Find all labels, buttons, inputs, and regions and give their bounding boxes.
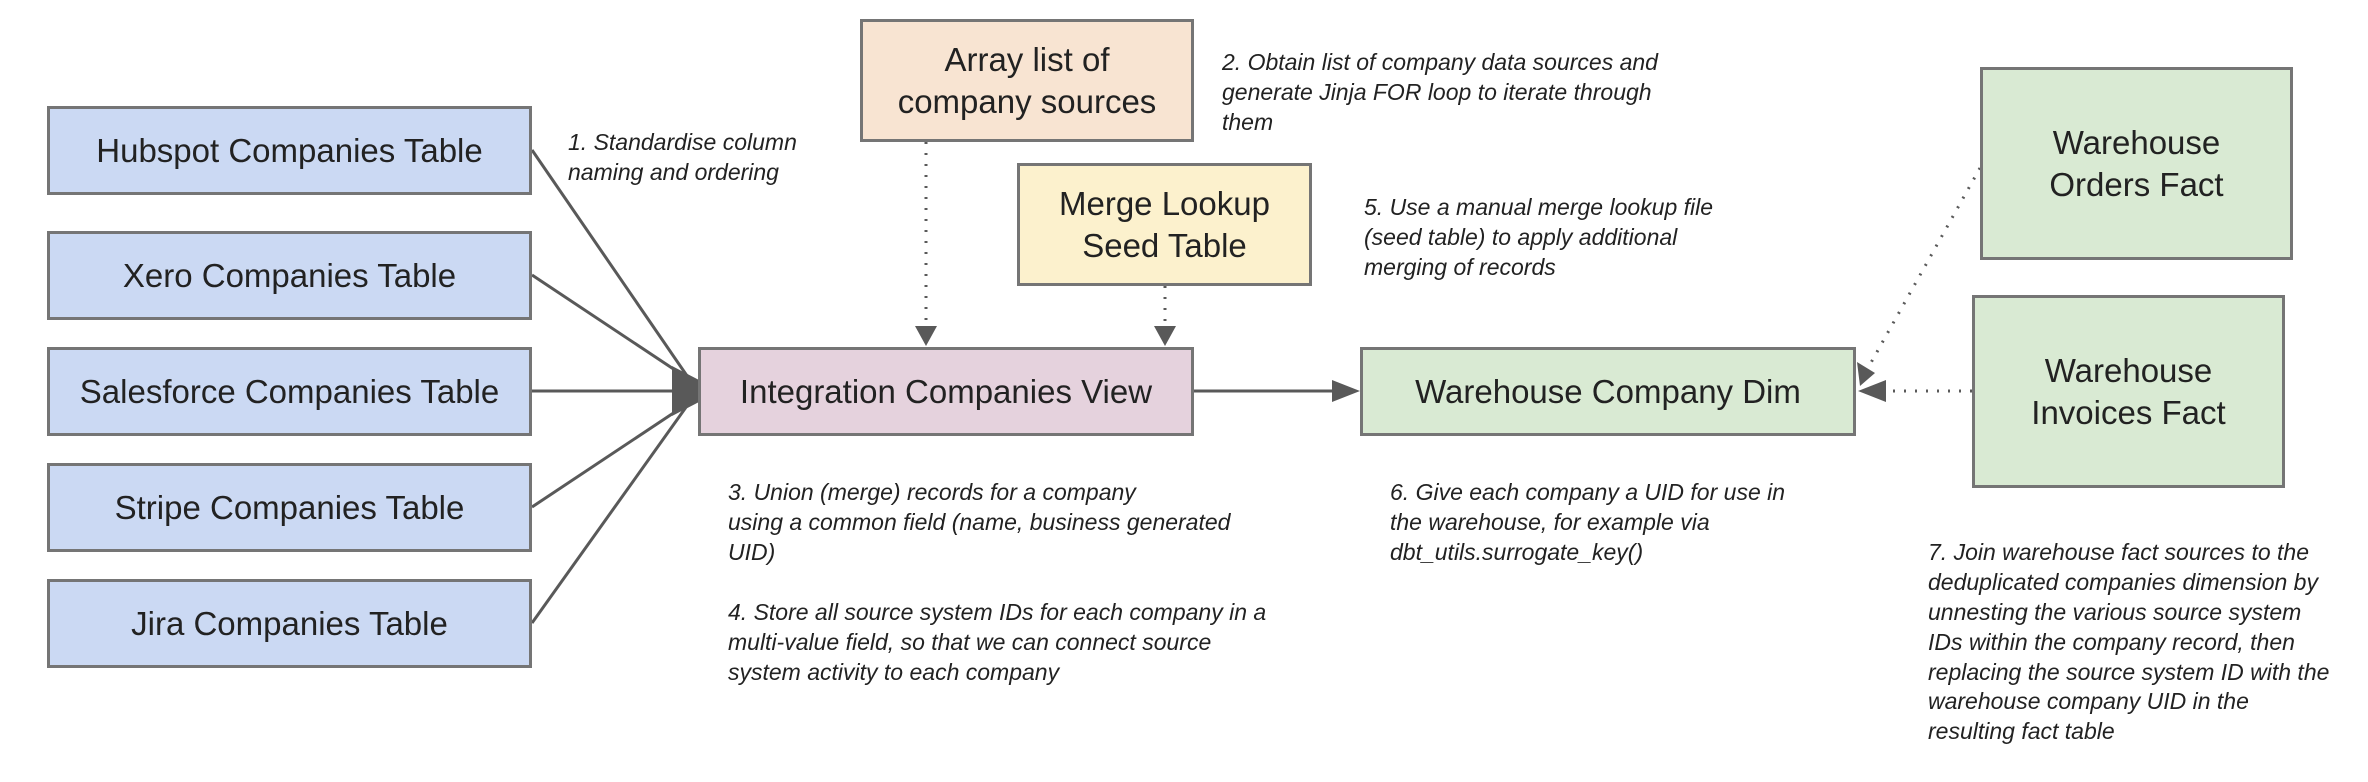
integration-companies-view-label: Integration Companies View [739,372,1153,410]
stripe-companies-table-box: Stripe Companies Table [47,463,532,552]
xero-companies-table-label: Xero Companies Table [122,256,457,294]
warehouse-orders-fact-box: Warehouse Orders Fact [1980,67,2293,260]
warehouse-company-dim-box: Warehouse Company Dim [1360,347,1856,436]
lookup-arrowhead [1154,326,1176,346]
jira-companies-table-label: Jira Companies Table [131,604,448,642]
warehouse-orders-fact-label: Warehouse Orders Fact [2049,124,2224,203]
note-join-facts: 7. Join warehouse fact sources to the de… [1928,539,2330,745]
salesforce-companies-table-label: Salesforce Companies Table [79,372,500,410]
integration-companies-view-box: Integration Companies View [698,347,1194,436]
edge-jira-to-integration [530,395,696,624]
array-list-label: Array list of company sources [897,41,1157,120]
merge-lookup-label: Merge Lookup Seed Table [1059,185,1270,264]
note-obtain-sources: 2. Obtain list of company data sources a… [1222,49,1658,135]
merge-lookup-box: Merge Lookup Seed Table [1017,163,1312,286]
note-standardise: 1. Standardise column naming and orderin… [568,129,797,185]
array-list-box: Array list of company sources [860,19,1194,142]
note-union-records: 3. Union (merge) records for a company u… [728,479,1231,565]
orders-arrowhead [1857,362,1875,386]
note-uid: 6. Give each company a UID for use in th… [1390,479,1786,565]
warehouse-company-dim-label: Warehouse Company Dim [1415,372,1801,410]
stripe-companies-table-label: Stripe Companies Table [114,488,465,526]
warehouse-invoices-fact-box: Warehouse Invoices Fact [1972,295,2285,488]
invoices-arrowhead [1858,380,1886,402]
salesforce-companies-table-box: Salesforce Companies Table [47,347,532,436]
note-merge-lookup: 5. Use a manual merge lookup file (seed … [1364,194,1714,280]
note-store-ids: 4. Store all source system IDs for each … [728,599,1267,685]
warehouse-invoices-fact-label: Warehouse Invoices Fact [2031,352,2226,431]
array-arrowhead [915,326,937,346]
edge-xero-to-integration [531,273,691,382]
edge-orders-to-dim [1866,167,1982,369]
edge-stripe-to-integration [531,400,691,509]
merge-arrowhead [672,366,699,416]
dim-arrowhead [1332,380,1360,402]
hubspot-companies-table-label: Hubspot Companies Table [96,131,483,169]
edge-hubspot-to-integration [530,149,696,387]
hubspot-companies-table-box: Hubspot Companies Table [47,106,532,195]
xero-companies-table-box: Xero Companies Table [47,231,532,320]
jira-companies-table-box: Jira Companies Table [47,579,532,668]
